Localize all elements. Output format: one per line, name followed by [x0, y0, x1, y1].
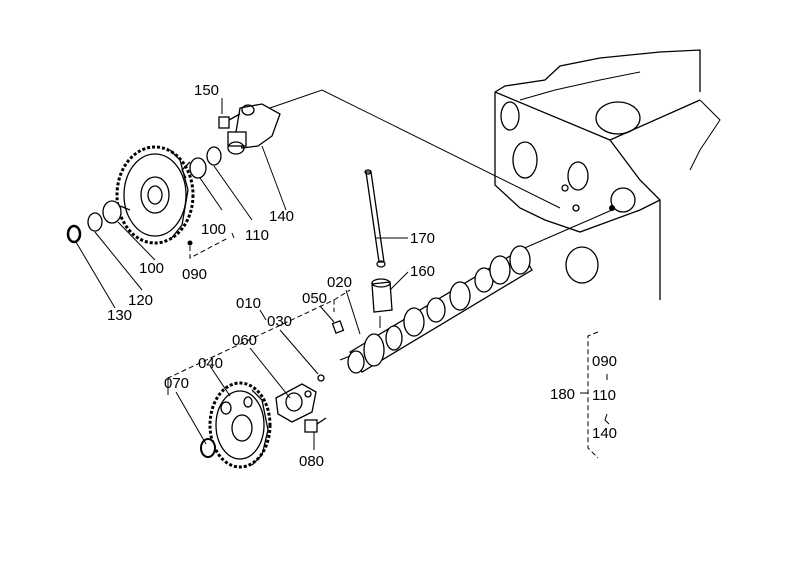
kit-item-140: 140 [592, 425, 617, 442]
leader-cam-to-block [519, 209, 613, 251]
bushing-right [181, 157, 207, 179]
callout-130: 130 [107, 307, 132, 324]
callout-120: 120 [128, 292, 153, 309]
kit-bracket [580, 331, 610, 459]
bolt-080 [304, 417, 327, 433]
leader-cover-to-block [269, 89, 561, 209]
kit-item-110: 110 [592, 387, 616, 404]
callout-040: 040 [198, 355, 223, 372]
callout-080: 080 [299, 453, 324, 470]
callout-150: 150 [194, 82, 219, 99]
gear-nut [200, 438, 216, 458]
callout-110: 110 [245, 227, 269, 244]
callout-010: 010 [236, 295, 261, 312]
pin [317, 374, 325, 382]
bushing-left [102, 200, 131, 224]
engine-block [494, 49, 721, 300]
callout-140: 140 [269, 208, 294, 225]
callout-030: 030 [267, 313, 292, 330]
tappet [371, 271, 409, 313]
callout-100-upper: 100 [201, 221, 226, 238]
callout-050: 050 [302, 290, 327, 307]
kit-ref: 180 [550, 386, 575, 403]
callout-170: 170 [410, 230, 435, 247]
callout-090: 090 [182, 266, 207, 283]
cam-gear [208, 381, 272, 469]
thrust-plate [275, 383, 317, 423]
kit-item-090: 090 [592, 353, 617, 370]
thrust-washer [206, 146, 222, 166]
callout-160: 160 [410, 263, 435, 280]
circlip [66, 224, 82, 244]
woodruff-key [331, 320, 345, 334]
push-rod [364, 169, 408, 268]
idler-shaft-plate [227, 103, 281, 155]
camshaft [339, 245, 533, 374]
bolt-150 [218, 113, 241, 129]
callout-070: 070 [164, 375, 189, 392]
washer [87, 212, 103, 232]
cam-gear-group [167, 289, 351, 469]
callout-100-lower: 100 [139, 260, 164, 277]
callout-020: 020 [327, 274, 352, 291]
idler-gear [115, 145, 195, 245]
callout-060: 060 [232, 332, 257, 349]
idler-gear-group [66, 103, 281, 259]
